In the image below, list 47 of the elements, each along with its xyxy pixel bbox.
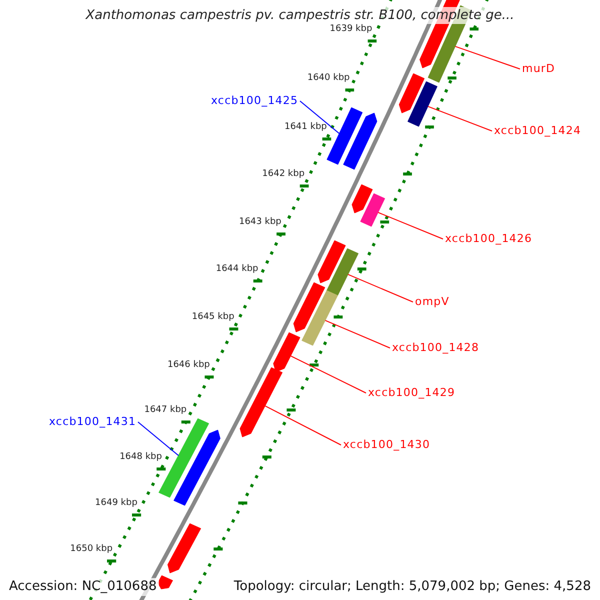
gene-label: xccb100_1429 — [368, 386, 456, 400]
gene-label: xccb100_1431 — [49, 415, 136, 429]
leader-line — [300, 100, 340, 134]
gene-block — [408, 81, 438, 127]
gene-feature — [343, 112, 378, 170]
gene-block — [326, 248, 359, 296]
leader-line — [324, 320, 390, 348]
scale-label: 1650 kbp — [70, 544, 113, 555]
scale-label: 1649 kbp — [95, 498, 138, 509]
leader-line — [378, 212, 444, 240]
leader-line — [290, 355, 366, 394]
gene-block — [302, 290, 338, 346]
scale-label: 1641 kbp — [284, 122, 327, 133]
gene-label: xccb100_1425 — [211, 94, 298, 108]
gene-block — [360, 193, 386, 227]
gene-label: xccb100_1426 — [445, 232, 532, 246]
scale-label: 1645 kbp — [192, 312, 234, 323]
scale-label: 1640 kbp — [307, 73, 350, 84]
leader-line — [138, 422, 179, 456]
footer-text: Accession: NC_010688 — [7, 578, 159, 596]
gene-feature — [167, 523, 202, 574]
leader-line — [454, 46, 520, 70]
gene-feature — [318, 240, 346, 284]
gene-feature — [240, 367, 283, 438]
gene-feature — [174, 430, 220, 506]
gene-feature — [398, 73, 425, 114]
scale-label: 1644 kbp — [216, 264, 258, 275]
gene-feature — [293, 282, 326, 332]
leader-line — [428, 106, 492, 132]
gene-label: xccb100_1430 — [343, 438, 430, 452]
scale-label: 1643 kbp — [238, 217, 282, 228]
scale-label: 1646 kbp — [167, 360, 210, 371]
footer-text: Topology: circular; Length: 5,079,002 bp; Genes: 4,528 — [232, 578, 593, 596]
scale-label: 1639 kbp — [330, 24, 372, 35]
gene-block — [326, 107, 363, 165]
scale-label: 1647 kbp — [144, 405, 187, 416]
gene-feature — [352, 184, 373, 214]
gene-feature — [273, 332, 300, 372]
scale-label: 1648 kbp — [120, 452, 162, 463]
leader-line — [264, 405, 342, 446]
gene-label: xccb100_1424 — [494, 124, 582, 138]
gene-feature — [157, 575, 173, 590]
gene-label: xccb100_1428 — [392, 341, 480, 355]
gene-label: ompV — [415, 295, 450, 309]
leader-line — [348, 274, 414, 302]
gene-label: murD — [522, 62, 556, 76]
scale-label: 1642 kbp — [262, 169, 305, 180]
